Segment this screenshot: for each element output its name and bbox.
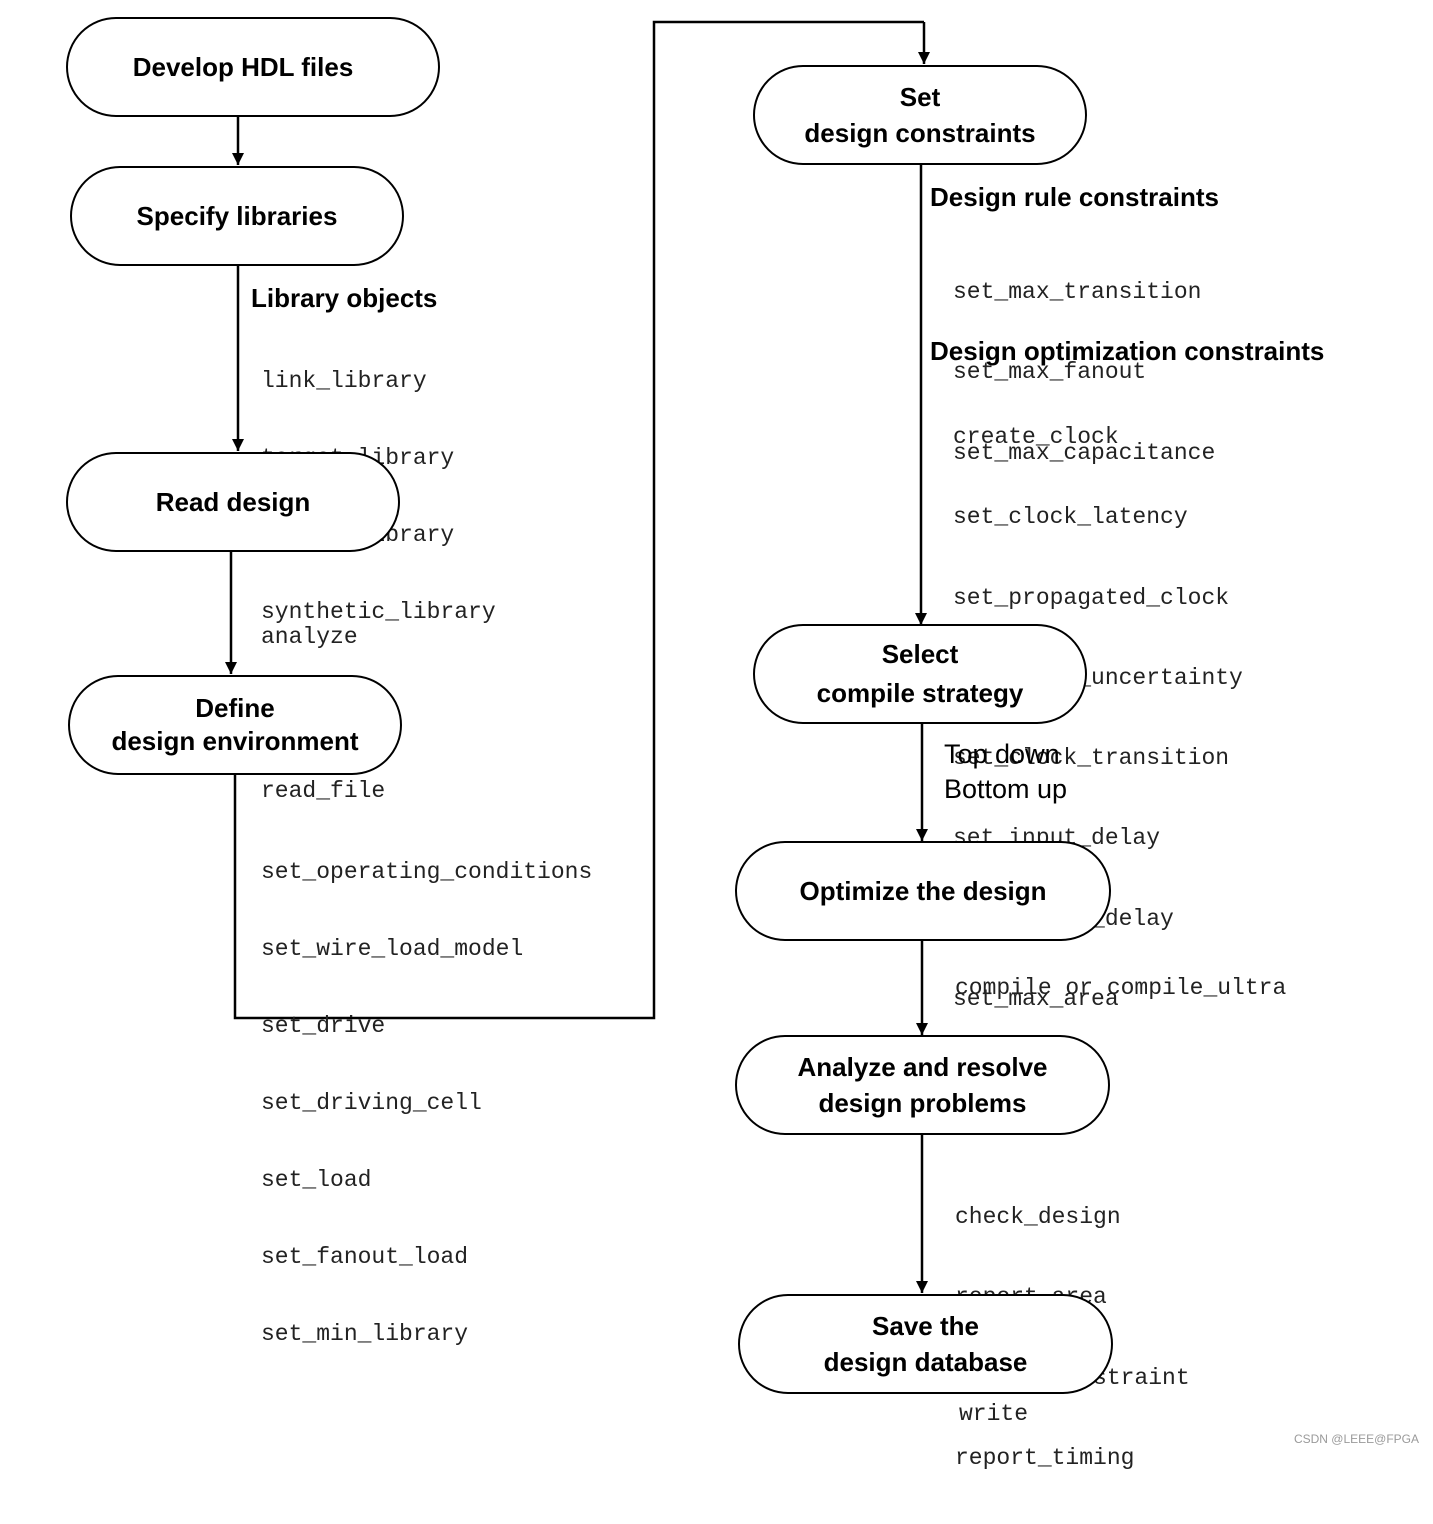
optimize-design-label: Optimize the design [799, 876, 1047, 906]
develop-hdl-files-label: Develop HDL files [132, 52, 354, 82]
compile-command: compile or compile_ultra [955, 975, 1287, 1001]
select-compile-strategy-node: Select compile strategy [753, 624, 1087, 724]
analyze-resolve-label: Analyze and resolve design problems [797, 1052, 1048, 1118]
list-item: Bottom up [944, 774, 1068, 804]
library-objects-heading: Library objects [251, 283, 438, 313]
list-item: synthetic_library [261, 599, 496, 625]
design-compiler-flow-diagram: Develop HDL files Specify libraries Libr… [66, 17, 1419, 1471]
list-item: set_min_library [261, 1321, 469, 1347]
connector-define-to-set-constraints [233, 20, 924, 1020]
save-command: write [959, 1401, 1029, 1427]
list-item: set_max_area [953, 986, 1119, 1013]
list-item: set_driving_cell [261, 1090, 482, 1116]
list-item: read_file [261, 778, 386, 804]
analyze-resolve-node: Analyze and resolve design problems [735, 1035, 1110, 1135]
define-environment-label: Define design environment [111, 693, 359, 756]
design-optimization-commands-list: create_clock set_clock_latency set_propa… [953, 371, 1243, 1065]
design-rule-constraints-heading: Design rule constraints [930, 182, 1219, 212]
select-compile-strategy-label: Select compile strategy [816, 639, 1024, 708]
set-design-constraints-node: Set design constraints [753, 65, 1087, 165]
list-item: set_wire_load_model [261, 936, 524, 962]
specify-libraries-node: Specify libraries [70, 166, 404, 266]
develop-hdl-files-node: Develop HDL files [66, 17, 440, 117]
set-design-constraints-label: Set design constraints [804, 82, 1036, 148]
list-item: set_max_transition [953, 279, 1202, 305]
design-optimization-constraints-heading: Design optimization constraints [930, 336, 1325, 366]
list-item: Top down [944, 739, 1060, 769]
read-design-node: Read design [66, 452, 400, 552]
read-design-label: Read design [155, 487, 311, 517]
list-item: report_timing [955, 1444, 1135, 1471]
list-item: set_operating_conditions [261, 859, 593, 885]
list-item: create_clock [953, 424, 1119, 450]
save-database-node: Save the design database [738, 1294, 1113, 1394]
list-item: set_max_fanout [953, 359, 1147, 386]
list-item: set_load [261, 1167, 372, 1193]
design-rule-commands-list: set_max_transition set_max_fanout set_ma… [953, 226, 1215, 519]
environment-commands-list: set_operating_conditions set_wire_load_m… [261, 808, 592, 1399]
list-item: set_drive [261, 1013, 386, 1039]
list-item: set_clock_transition [953, 745, 1230, 772]
list-item: analyze [261, 624, 358, 650]
list-item: check_design [955, 1204, 1121, 1230]
watermark: CSDN @LEEE@FPGA [1293, 1432, 1419, 1446]
list-item: set_max_capacitance [953, 439, 1216, 466]
flow-connectors [225, 20, 930, 1293]
specify-libraries-label: Specify libraries [136, 201, 338, 231]
compile-strategies-list: Top down Bottom up [944, 737, 1067, 807]
list-item: set_clock_latency [953, 504, 1188, 531]
define-environment-node: Define design environment [68, 675, 402, 775]
optimize-design-node: Optimize the design [735, 841, 1111, 941]
save-database-label: Save the design database [823, 1311, 1028, 1377]
list-item: link_library [261, 368, 427, 394]
list-item: set_fanout_load [261, 1244, 469, 1270]
list-item: set_propagated_clock [953, 584, 1230, 611]
